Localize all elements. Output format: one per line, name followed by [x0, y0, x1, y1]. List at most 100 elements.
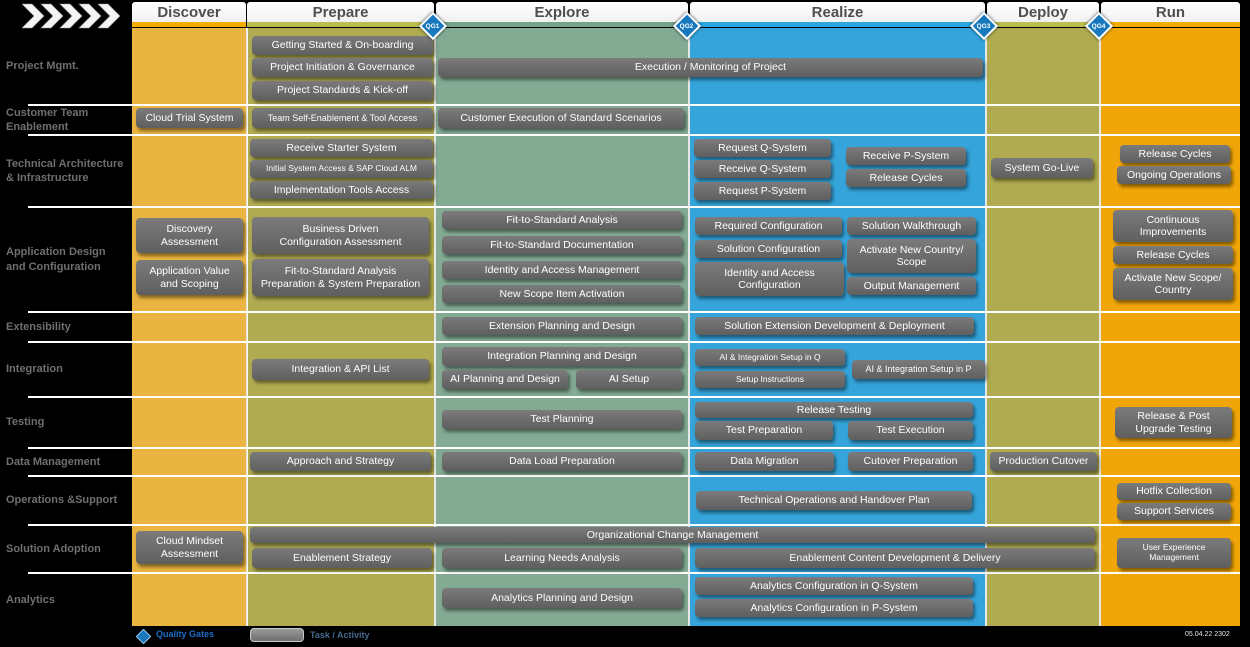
task-box: Setup Instructions	[695, 371, 845, 388]
task-box: Release & Post Upgrade Testing	[1115, 407, 1232, 438]
task-box: Customer Execution of Standard Scenarios	[438, 108, 684, 128]
task-box: Activate New Country/ Scope	[847, 239, 976, 273]
phase-tab-deploy: Deploy	[987, 2, 1099, 22]
task-box: Discovery Assessment	[136, 218, 243, 253]
task-box: Organizational Change Management	[250, 527, 1095, 543]
task-box: Identity and Access Configuration	[695, 262, 844, 296]
task-box: Test Execution	[848, 421, 973, 440]
task-box: Release Cycles	[1120, 145, 1230, 163]
column-deploy	[987, 28, 1099, 626]
task-box: Required Configuration	[695, 217, 842, 235]
task-box: AI & Integration Setup in P	[852, 360, 985, 379]
row-label: Extensibility	[6, 320, 71, 333]
row-separator	[28, 447, 1240, 449]
task-box: Release Cycles	[1113, 246, 1233, 264]
task-box: Getting Started & On-boarding	[252, 36, 433, 55]
phase-tab-run: Run	[1101, 2, 1240, 22]
task-box: Identity and Access Management	[442, 261, 682, 279]
task-box: Data Migration	[695, 452, 834, 471]
task-box: Application Value and Scoping	[136, 260, 243, 295]
task-box: Hotfix Collection	[1117, 483, 1231, 500]
phase-underline-prepare	[247, 22, 434, 27]
task-box: Fit-to-Standard Documentation	[442, 236, 682, 254]
quality-gate-label: QG4	[1092, 22, 1106, 30]
task-box: System Go-Live	[991, 158, 1093, 178]
task-box: Integration Planning and Design	[442, 347, 682, 366]
task-box: Integration & API List	[252, 359, 429, 380]
task-box: Project Initiation & Governance	[252, 58, 433, 77]
phase-tab-prepare: Prepare	[247, 2, 434, 22]
phase-underline-realize	[690, 22, 985, 27]
task-box: Output Management	[847, 277, 976, 295]
task-box: Extension Planning and Design	[442, 317, 682, 335]
legend-task-label: Task / Activity	[310, 630, 370, 640]
row-label: Solution Adoption	[6, 542, 101, 555]
task-box: Data Load Preparation	[442, 452, 682, 471]
task-box: Receive P-System	[846, 147, 966, 165]
task-box: Analytics Configuration in Q-System	[695, 577, 973, 595]
legend-quality-gate-icon	[135, 628, 152, 645]
task-box: Ongoing Operations	[1117, 166, 1231, 184]
task-box: AI Planning and Design	[442, 370, 568, 389]
row-separator	[28, 341, 1240, 343]
phase-underline-explore	[436, 22, 688, 27]
task-box: Request P-System	[694, 182, 831, 200]
task-box: Solution Walkthrough	[847, 217, 976, 235]
task-box: Test Planning	[442, 410, 682, 429]
task-box: Continuous Improvements	[1113, 210, 1233, 242]
row-label: Customer Team Enablement	[6, 106, 89, 133]
column-separator	[246, 28, 248, 626]
phase-underline-run	[1101, 22, 1240, 27]
column-separator	[1099, 28, 1101, 626]
row-separator	[28, 524, 1240, 526]
column-separator	[985, 28, 987, 626]
task-box: Request Q-System	[694, 139, 831, 157]
task-box: Solution Configuration	[695, 240, 842, 258]
task-box: AI Setup	[576, 370, 682, 389]
row-separator	[28, 572, 1240, 574]
task-box: Enablement Content Development & Deliver…	[695, 548, 1095, 568]
task-box: Receive Q-System	[694, 160, 831, 178]
column-separator	[688, 28, 690, 626]
task-box: Technical Operations and Handover Plan	[696, 491, 972, 510]
column-run	[1101, 28, 1240, 626]
quality-gate-label: QG1	[426, 22, 440, 30]
row-label: Project Mgmt.	[6, 59, 79, 72]
task-box: Initial System Access & SAP Cloud ALM	[250, 160, 433, 178]
task-box: User Experience Management	[1117, 538, 1231, 568]
column-separator	[434, 28, 436, 626]
task-box: AI & Integration Setup in Q	[695, 349, 845, 366]
phase-tab-discover: Discover	[132, 2, 246, 22]
task-box: New Scope Item Activation	[442, 285, 682, 303]
task-box: Analytics Configuration in P-System	[695, 599, 973, 617]
task-box: Cloud Mindset Assessment	[136, 531, 243, 564]
row-separator	[28, 475, 1240, 477]
row-label: Analytics	[6, 593, 55, 606]
task-box: Production Cutover	[990, 452, 1097, 471]
row-label: Integration	[6, 363, 63, 376]
legend-task-icon	[250, 628, 304, 642]
task-box: Test Preparation	[695, 421, 833, 440]
phase-tab-realize: Realize	[690, 2, 985, 22]
row-separator	[28, 104, 1240, 106]
phase-tab-explore: Explore	[436, 2, 688, 22]
task-box: Solution Extension Development & Deploym…	[695, 317, 974, 335]
task-box: Receive Starter System	[250, 139, 433, 157]
task-box: Activate New Scope/ Country	[1113, 268, 1233, 300]
task-box: Release Testing	[695, 402, 973, 418]
task-box: Fit-to-Standard Analysis	[442, 211, 682, 229]
quality-gate-label: QG3	[977, 22, 991, 30]
row-separator	[28, 311, 1240, 313]
row-label: Application Design and Configuration	[6, 246, 106, 273]
task-box: Analytics Planning and Design	[442, 588, 682, 608]
chevrons-logo	[22, 3, 120, 29]
legend-date: 05.04.22 2302	[1185, 631, 1230, 638]
row-separator	[28, 134, 1240, 136]
row-label: Testing	[6, 416, 45, 429]
task-box: Cutover Preparation	[848, 452, 973, 471]
row-separator	[28, 206, 1240, 208]
row-label: Operations &Support	[6, 494, 118, 507]
row-separator	[28, 396, 1240, 398]
quality-gate-label: QG2	[680, 22, 694, 30]
